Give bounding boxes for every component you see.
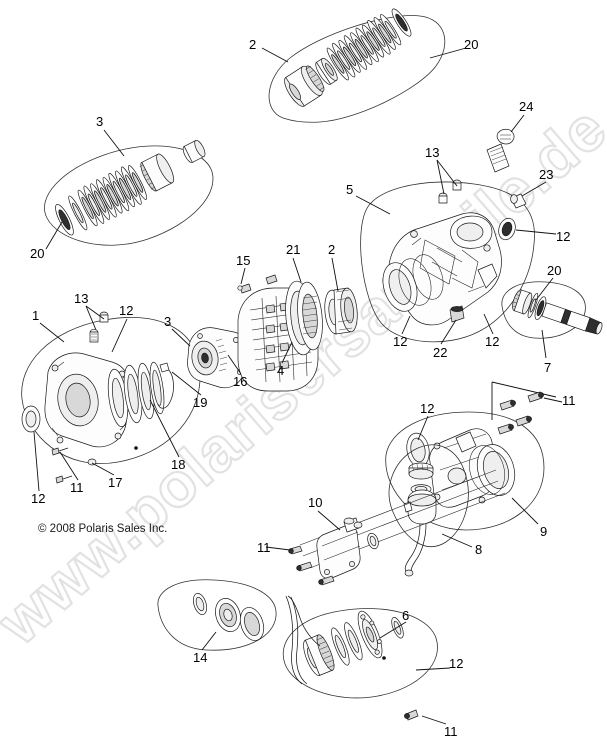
callout-14: 14 xyxy=(193,650,208,665)
callout-11-r1: 11 xyxy=(562,393,576,408)
callout-12-l1: 12 xyxy=(119,303,134,318)
clip-24 xyxy=(496,128,515,145)
callout-2-top: 2 xyxy=(249,37,257,52)
group-master-cylinder xyxy=(299,444,506,577)
callout-9: 9 xyxy=(540,524,548,539)
callout-24: 24 xyxy=(519,99,534,114)
callout-20-top: 20 xyxy=(464,37,479,52)
fitting-13-a xyxy=(452,179,462,191)
plug-23 xyxy=(510,193,527,209)
callout-18: 18 xyxy=(171,457,186,472)
callout-11-b: 11 xyxy=(444,724,458,739)
callout-4: 4 xyxy=(277,363,285,378)
callout-13-right: 13 xyxy=(425,145,440,160)
callout-16: 16 xyxy=(233,374,248,389)
group-small-hub xyxy=(187,327,248,389)
callout-3-mid: 3 xyxy=(164,314,172,329)
callout-12-r1: 12 xyxy=(556,229,571,244)
bolt-11-vb-b xyxy=(296,561,313,572)
copyright-notice: © 2008 Polaris Sales Inc. xyxy=(38,523,168,535)
callout-20-left: 20 xyxy=(30,246,45,261)
callout-8: 8 xyxy=(475,542,483,557)
group-valve-block xyxy=(288,517,379,586)
group-gearcase-housing xyxy=(360,128,535,343)
bolt-11-hub xyxy=(404,709,419,721)
fitting-13-b xyxy=(438,192,448,204)
callout-22: 22 xyxy=(433,345,448,360)
group-ring-gear xyxy=(285,280,358,356)
group-seal-washer xyxy=(157,579,308,685)
callout-6: 6 xyxy=(402,608,410,623)
callout-5: 5 xyxy=(346,182,354,197)
callout-3-left: 3 xyxy=(96,114,104,129)
callout-12-c2: 12 xyxy=(485,334,500,349)
callout-19: 19 xyxy=(193,395,208,410)
washer-17 xyxy=(87,458,97,466)
bolt-11-a xyxy=(51,447,69,456)
group-front-cover xyxy=(21,311,201,484)
leader-lines xyxy=(33,47,563,725)
group-brake-hub xyxy=(282,595,438,721)
callout-20-right: 20 xyxy=(547,263,562,278)
callout-11-l2: 11 xyxy=(257,540,271,555)
fitting-13-left-b xyxy=(89,328,99,343)
callout-12-c1: 12 xyxy=(393,334,408,349)
bolt-11-b xyxy=(55,475,73,484)
bolt-11-vb-c xyxy=(318,575,335,586)
bolt-group-11 xyxy=(491,381,557,435)
callout-11-l1: 11 xyxy=(70,480,84,495)
callout-17: 17 xyxy=(108,475,123,490)
group-output-shaft xyxy=(501,281,603,339)
bolt-11-vb-a xyxy=(288,545,303,555)
callout-10: 10 xyxy=(308,495,323,510)
callout-2-mid: 2 xyxy=(328,242,336,257)
group-clutch-pack-top xyxy=(268,8,446,123)
callout-7: 7 xyxy=(544,360,552,375)
callout-12-b1: 12 xyxy=(420,401,435,416)
callout-21: 21 xyxy=(286,242,301,257)
callout-23: 23 xyxy=(539,167,554,182)
callout-12-l2: 12 xyxy=(31,491,46,506)
connector-block xyxy=(486,143,510,173)
callout-12-b2: 12 xyxy=(449,656,464,671)
callout-1: 1 xyxy=(32,308,40,323)
callout-13-left: 13 xyxy=(74,291,89,306)
group-clutch-pack-left xyxy=(44,139,214,246)
callout-15: 15 xyxy=(236,253,251,268)
pin-15 xyxy=(237,283,252,294)
